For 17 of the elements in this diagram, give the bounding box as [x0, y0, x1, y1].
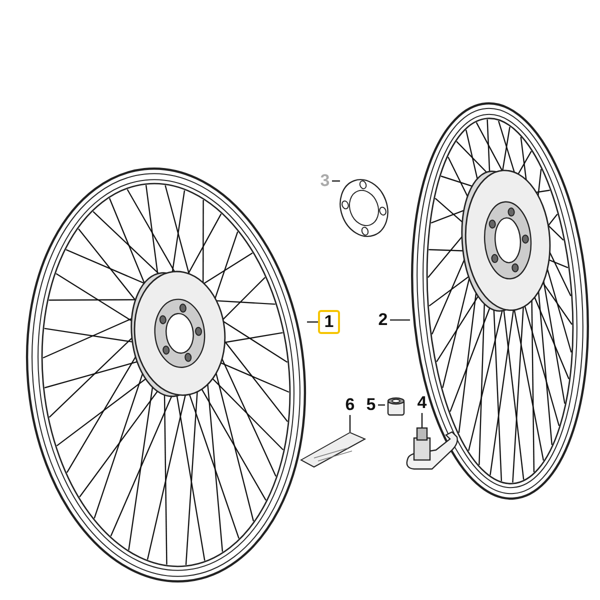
- callout-number: 2: [376, 310, 390, 330]
- leader-line: [349, 415, 351, 432]
- plate-drawing: [340, 178, 388, 238]
- wheel-drawing: [410, 100, 590, 502]
- callout-number: 5: [364, 395, 378, 415]
- callout-number: 1: [318, 310, 340, 334]
- leader-line: [421, 413, 423, 428]
- leader-line: [390, 319, 410, 321]
- label-sticker-drawing: [300, 432, 366, 468]
- leader-line: [378, 404, 385, 406]
- callout-number: 3: [318, 171, 332, 191]
- leader-line: [307, 321, 318, 323]
- cap-drawing: [385, 396, 407, 416]
- callout-number: 4: [415, 393, 429, 413]
- callout-number: 6: [343, 395, 357, 415]
- leader-line: [332, 180, 340, 182]
- wheel-drawing: [25, 165, 307, 585]
